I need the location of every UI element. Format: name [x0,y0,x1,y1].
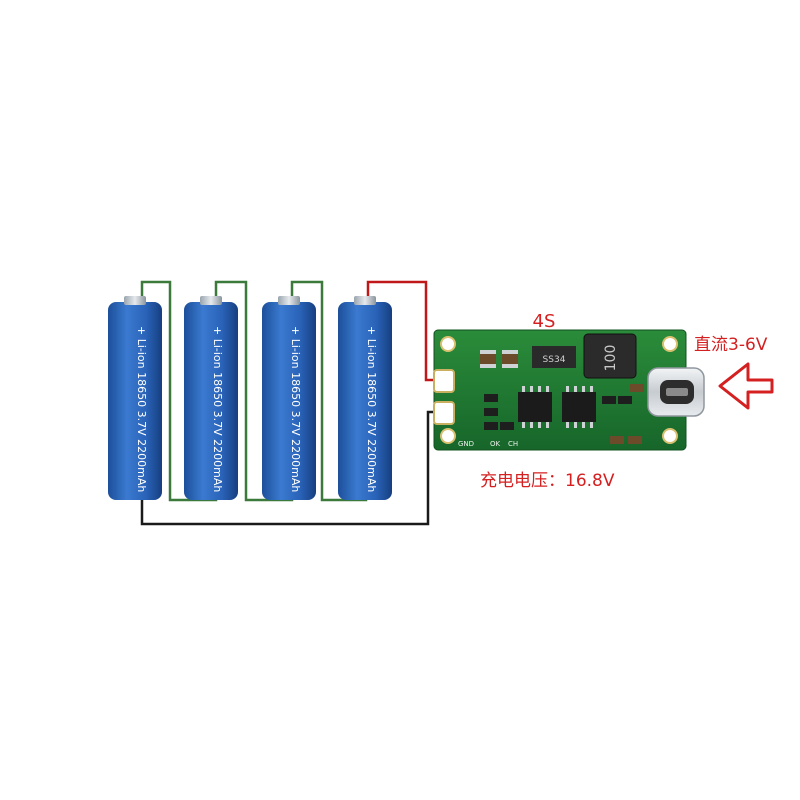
charge-voltage-label: 充电电压：16.8V [480,471,615,491]
smd-component [602,396,616,404]
battery-cell: + Li-ion 18650 3.7V 2200mAh [338,296,392,500]
mounting-hole [662,428,678,444]
pin-label: GND [458,440,474,448]
battery-cell: + Li-ion 18650 3.7V 2200mAh [184,296,238,500]
pad-b-plus [433,369,455,393]
mounting-hole [440,336,456,352]
inductor [583,333,637,379]
smd-component [610,436,624,444]
battery-label: + Li-ion 18650 3.7V 2200mAh [365,326,378,492]
wire-positive [366,280,440,382]
series-label: 4S [533,311,556,332]
wire-negative [140,410,440,526]
ic-chip [518,392,552,422]
pin-label: OK [490,440,501,448]
smd-component [502,350,518,368]
right-arrow-icon [718,362,774,410]
input-voltage-label: 直流3-6V [694,335,768,355]
diode-marking: SS34 [543,355,566,365]
battery-label: + Li-ion 18650 3.7V 2200mAh [135,326,148,492]
battery-cell: + Li-ion 18650 3.7V 2200mAh [108,296,162,500]
inductor-marking: 100 [603,345,619,372]
smd-component [630,384,644,392]
smd-component [480,350,496,368]
battery-label: + Li-ion 18650 3.7V 2200mAh [289,326,302,492]
ic-chip [562,392,596,422]
smd-component [480,364,496,368]
smd-component [502,350,518,354]
mounting-hole [662,336,678,352]
smd-component [484,422,498,430]
pad-b-minus [433,401,455,425]
smd-component [500,422,514,430]
smd-component [628,436,642,444]
pin-label: CH [508,440,518,448]
diode [532,346,576,368]
battery-label: + Li-ion 18650 3.7V 2200mAh [211,326,224,492]
smd-component [502,364,518,368]
smd-component [484,394,498,402]
battery-cell: + Li-ion 18650 3.7V 2200mAh [262,296,316,500]
mounting-hole [440,428,456,444]
charger-board: SS34 100 GND OK CH [433,329,705,451]
smd-component [484,408,498,416]
smd-component [618,396,632,404]
smd-component [480,350,496,354]
